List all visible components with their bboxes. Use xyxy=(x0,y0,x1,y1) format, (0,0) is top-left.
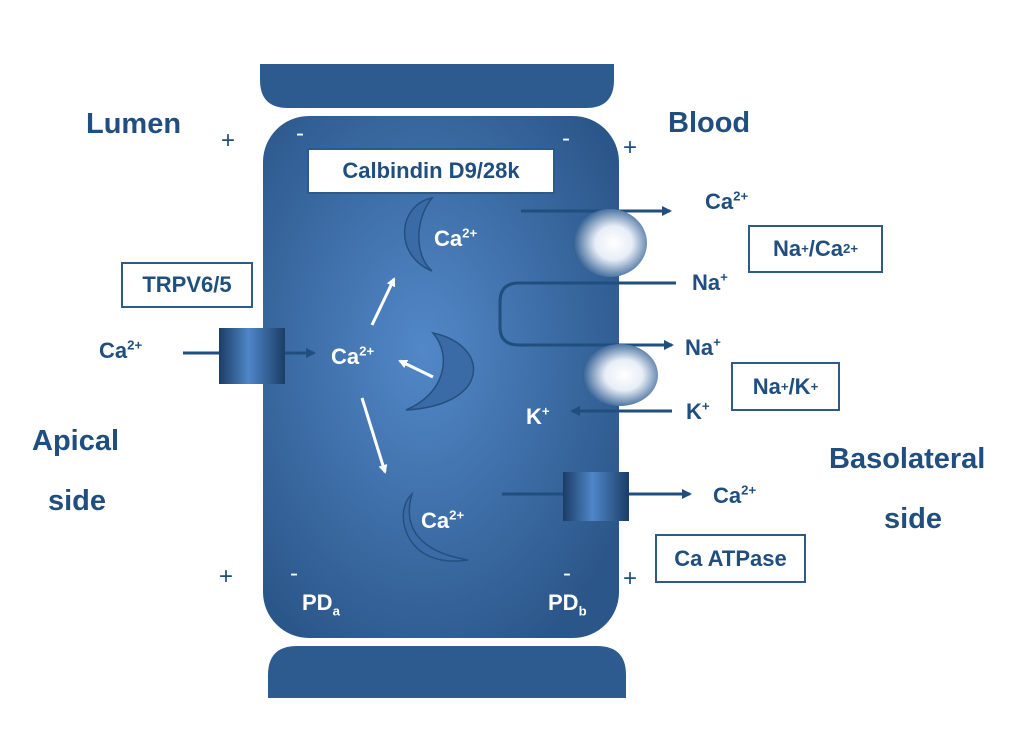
basolateral-top-plus: + xyxy=(623,134,638,161)
ion-ca-lumen: Ca2+ xyxy=(99,337,143,363)
upper-neighbor-cell xyxy=(260,64,614,108)
ion-ca-calbindin-top: Ca2+ xyxy=(434,225,478,251)
ion-ca-atpase-out: Ca2+ xyxy=(713,482,757,508)
apical-side-label-line1: Apical xyxy=(32,425,120,457)
ion-ca-calbindin-bottom: Ca2+ xyxy=(421,507,465,533)
basolateral-side-label-line2: side xyxy=(884,503,943,535)
pd-basolateral-label: PDb xyxy=(548,590,587,619)
na-recycle-loop xyxy=(498,281,676,350)
ion-k-blood: K+ xyxy=(686,398,710,424)
lower-neighbor-cell xyxy=(268,646,626,698)
nak-box: Na+/K+ xyxy=(731,362,840,411)
diffusion-arrow-left xyxy=(398,359,434,379)
ca-atpase-box: Ca ATPase xyxy=(655,534,806,583)
apical-top-plus: + xyxy=(221,127,236,154)
calbindin-crescent-middle xyxy=(405,331,475,411)
basolateral-top-minus: - xyxy=(562,125,570,152)
pd-apical-label: PDa xyxy=(302,590,340,619)
basolateral-bottom-plus: + xyxy=(623,565,638,592)
ion-ca-cytosol: Ca2+ xyxy=(331,343,375,369)
ion-ca-ncx-out: Ca2+ xyxy=(705,188,749,214)
ca-atpase-channel xyxy=(563,472,629,521)
trpv-box: TRPV6/5 xyxy=(121,262,253,308)
nak-atpase-pump xyxy=(582,344,658,406)
diffusion-arrow-up xyxy=(370,277,396,326)
basolateral-side-label-line1: Basolateral xyxy=(829,443,986,475)
apical-top-minus: - xyxy=(296,120,304,147)
trpv-channel xyxy=(219,328,285,384)
ion-k-cytosol: K+ xyxy=(526,403,550,429)
diffusion-arrow-down xyxy=(360,397,388,474)
ion-na-ncx-in: Na+ xyxy=(692,269,728,295)
apical-side-label-line2: side xyxy=(48,485,107,517)
calbindin-crescent-top xyxy=(403,196,434,272)
calbindin-crescent-bottom xyxy=(402,491,469,562)
calbindin-box: Calbindin D9/28k xyxy=(307,148,555,194)
basolateral-bottom-minus: - xyxy=(563,560,571,587)
blood-label: Blood xyxy=(668,107,751,139)
lumen-label: Lumen xyxy=(86,108,182,140)
ncx-exchanger-pump xyxy=(573,209,647,277)
ion-na-pump-out: Na+ xyxy=(685,334,721,360)
apical-bottom-plus: + xyxy=(219,563,234,590)
apical-bottom-minus: - xyxy=(290,560,298,587)
